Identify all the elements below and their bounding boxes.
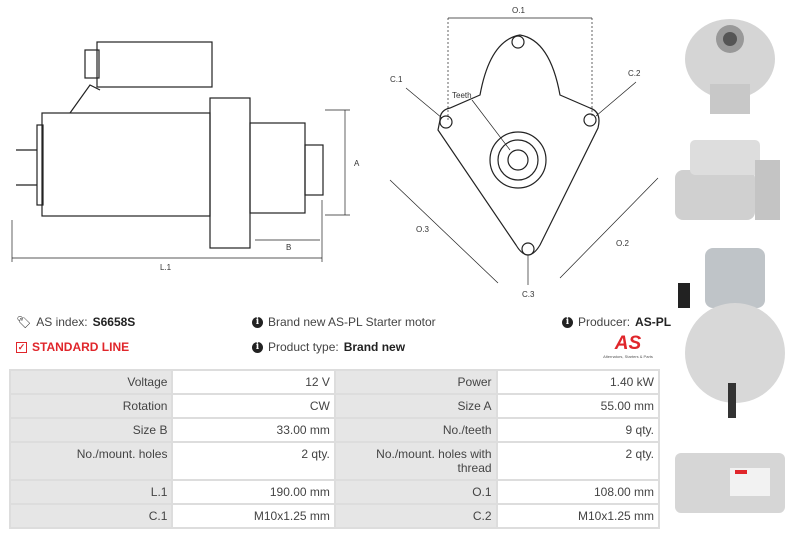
spec-value: 33.00 mm <box>171 417 336 443</box>
as-index: 🏷︎ AS index: S6658S <box>16 315 135 329</box>
standard-line-badge: ✓ STANDARD LINE <box>16 340 129 354</box>
spec-value: 1.40 kW <box>495 369 661 395</box>
logo-tagline: Alternators, Starters & Parts <box>603 354 653 359</box>
spec-value: M10x1.25 mm <box>171 503 336 529</box>
dim-l1-label: L.1 <box>160 263 172 272</box>
spec-label: No./mount. holes with thread <box>333 441 498 481</box>
spec-value: 55.00 mm <box>495 393 661 419</box>
dim-o3-label: O.3 <box>416 225 429 234</box>
producer-label: Producer: <box>578 315 631 329</box>
description-text: Brand new AS-PL Starter motor <box>268 315 436 329</box>
spec-value: 2 qty. <box>171 441 336 481</box>
spec-label: No./mount. holes <box>8 441 174 481</box>
spec-value: 190.00 mm <box>171 479 336 505</box>
product-photo-label-side[interactable] <box>670 428 792 528</box>
standard-line-label: STANDARD LINE <box>32 340 130 354</box>
spec-label: O.1 <box>333 479 498 505</box>
producer-value: AS-PL <box>635 315 672 329</box>
checkbox-icon: ✓ <box>16 341 27 353</box>
logo-text: AS <box>614 333 642 354</box>
dim-o1-label: O.1 <box>512 6 525 15</box>
spec-value: M10x1.25 mm <box>495 503 661 529</box>
product-photo-side[interactable] <box>670 130 792 238</box>
spec-value: 2 qty. <box>495 441 661 481</box>
as-pl-logo: AS Alternators, Starters & Parts <box>592 333 664 360</box>
producer: i Producer: AS-PL <box>562 315 671 329</box>
dim-a-label: A <box>354 159 360 168</box>
product-type: i Product type: Brand new <box>252 340 405 354</box>
description: i Brand new AS-PL Starter motor <box>252 315 436 329</box>
spec-label: C.1 <box>8 503 174 529</box>
spec-value: CW <box>171 393 336 419</box>
front-view-diagram: O.1 C.1 C.2 C.3 O.3 O.2 Teeth <box>389 6 659 299</box>
as-index-value: S6658S <box>92 315 136 329</box>
spec-label: Rotation <box>8 393 174 419</box>
spec-label: L.1 <box>8 479 174 505</box>
product-type-label: Product type: <box>268 340 339 354</box>
side-view-diagram: L.1 B A <box>11 41 360 272</box>
dim-c1-label: C.1 <box>390 75 403 84</box>
dim-o2-label: O.2 <box>616 239 629 248</box>
dim-c2-label: C.2 <box>628 69 641 78</box>
product-photo-front[interactable] <box>670 4 792 122</box>
as-index-label: AS index: <box>36 315 88 329</box>
info-icon: i <box>252 341 263 353</box>
info-icon: i <box>562 316 573 328</box>
spec-label: C.2 <box>333 503 498 529</box>
dim-c3-label: C.3 <box>522 290 535 299</box>
spec-value: 108.00 mm <box>495 479 661 505</box>
spec-label: Voltage <box>8 369 174 395</box>
spec-label: Size A <box>333 393 498 419</box>
teeth-label: Teeth <box>452 91 472 100</box>
product-type-value: Brand new <box>343 340 406 354</box>
spec-label: Power <box>333 369 498 395</box>
spec-label: Size B <box>8 417 174 443</box>
dim-b-label: B <box>286 243 291 252</box>
spec-value: 12 V <box>171 369 336 395</box>
product-photo-rear[interactable] <box>670 243 792 423</box>
spec-label: No./teeth <box>333 417 498 443</box>
tags-icon: 🏷︎ <box>16 315 32 329</box>
info-icon: i <box>252 316 263 328</box>
spec-value: 9 qty. <box>495 417 661 443</box>
